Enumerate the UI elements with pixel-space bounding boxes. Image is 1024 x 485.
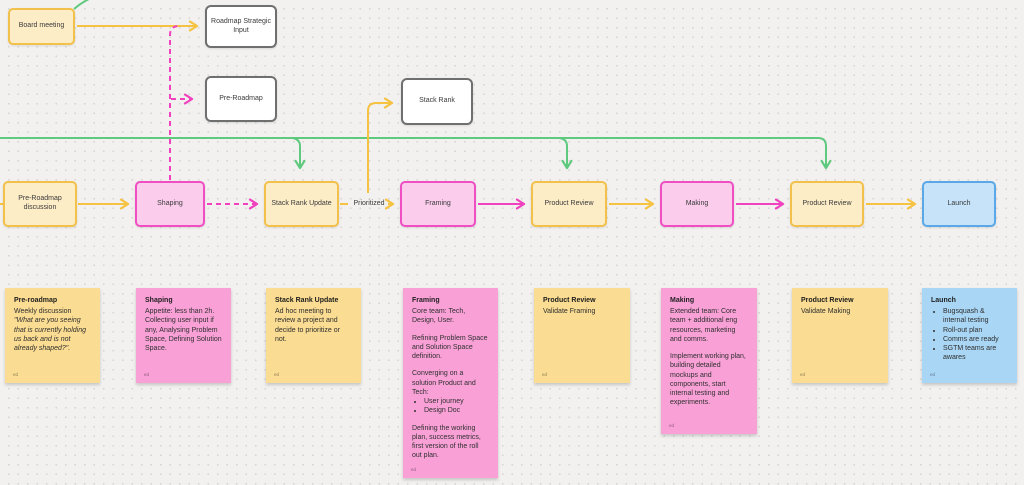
- flow-node-launch[interactable]: Launch: [922, 181, 996, 227]
- flow-node-framing[interactable]: Framing: [400, 181, 476, 227]
- flow-node-stack-rank-update[interactable]: Stack Rank Update: [264, 181, 339, 227]
- node-label: Pre-Roadmap: [219, 94, 263, 102]
- node-label: Making: [685, 199, 709, 207]
- node-board-meeting[interactable]: Board meeting: [8, 8, 75, 45]
- sticky-launch[interactable]: Launch Bugsquash & internal testing Roll…: [922, 288, 1017, 383]
- node-label: Launch: [947, 199, 971, 207]
- flow-node-making[interactable]: Making: [660, 181, 734, 227]
- sticky-product-review-1[interactable]: Product Review Validate Framing ed: [534, 288, 630, 383]
- sticky-author: ed: [144, 372, 150, 378]
- sticky-title: Pre-roadmap: [14, 297, 58, 304]
- sticky-title: Stack Rank Update: [275, 297, 339, 304]
- sticky-author: ed: [13, 372, 19, 378]
- decision-label-prioritized[interactable]: Prioritized: [353, 200, 385, 207]
- sticky-body: Weekly discussion "What are you seeing t…: [14, 308, 86, 353]
- sticky-author: ed: [542, 372, 548, 378]
- sticky-author: ed: [669, 423, 675, 429]
- flow-node-product-review-2[interactable]: Product Review: [790, 181, 864, 227]
- sticky-author: ed: [800, 372, 806, 378]
- sticky-author: ed: [274, 372, 280, 378]
- sticky-body: Bugsquash & internal testing Roll-out pl…: [931, 307, 1008, 362]
- sticky-title: Framing: [412, 297, 440, 304]
- sticky-title: Making: [670, 297, 695, 304]
- node-roadmap-strategic-input[interactable]: Roadmap Strategic Input: [205, 5, 277, 48]
- connector-shaping-up-dashed[interactable]: [169, 25, 180, 180]
- node-label: Stack Rank Update: [271, 199, 332, 207]
- node-label: Product Review: [802, 199, 852, 207]
- sticky-stack-rank-update[interactable]: Stack Rank Update Ad hoc meeting to revi…: [266, 288, 361, 383]
- sticky-title: Launch: [931, 297, 956, 304]
- connector-green-to-stack-rank-update[interactable]: [291, 137, 306, 170]
- sticky-author: ed: [930, 372, 936, 378]
- sticky-body: Appetite: less than 2h. Collecting user …: [145, 308, 222, 353]
- flow-node-shaping[interactable]: Shaping: [135, 181, 205, 227]
- sticky-making[interactable]: Making Extended team: Core team + additi…: [661, 288, 757, 434]
- connector-green-main[interactable]: [0, 137, 832, 170]
- node-label: Product Review: [544, 199, 594, 207]
- sticky-shaping[interactable]: Shaping Appetite: less than 2h. Collecti…: [136, 288, 231, 383]
- node-label: Framing: [425, 199, 451, 207]
- node-pre-roadmap[interactable]: Pre-Roadmap: [205, 76, 277, 122]
- sticky-body: Validate Making: [801, 308, 851, 316]
- sticky-title: Shaping: [145, 297, 173, 304]
- sticky-bullet-list: User journey Design Doc: [412, 397, 489, 415]
- sticky-pre-roadmap[interactable]: Pre-roadmap Weekly discussion "What are …: [5, 288, 100, 383]
- node-label: Board meeting: [18, 22, 65, 30]
- sticky-body: Validate Framing: [543, 308, 596, 316]
- node-label: Shaping: [157, 199, 183, 207]
- node-label: Roadmap Strategic Input: [211, 17, 271, 34]
- sticky-body: Extended team: Core team + additional en…: [670, 308, 746, 407]
- flow-node-pre-roadmap-discussion[interactable]: Pre-Roadmap discussion: [3, 181, 77, 227]
- sticky-bullet-list: Bugsquash & internal testing Roll-out pl…: [931, 307, 1008, 362]
- sticky-body: Core team: Tech, Design, User. Refining …: [412, 307, 489, 460]
- node-label: Pre-Roadmap discussion: [18, 195, 62, 211]
- flow-node-product-review-1[interactable]: Product Review: [531, 181, 607, 227]
- sticky-body: Ad hoc meeting to review a project and d…: [275, 308, 340, 343]
- node-label: Stack Rank: [419, 97, 455, 105]
- connector-green-to-product-review-1[interactable]: [558, 137, 573, 170]
- node-stack-rank[interactable]: Stack Rank: [401, 78, 473, 125]
- sticky-title: Product Review: [801, 297, 854, 304]
- connector-green-arc-top-left[interactable]: [73, 0, 93, 10]
- sticky-author: ed: [411, 467, 417, 473]
- sticky-product-review-2[interactable]: Product Review Validate Making ed: [792, 288, 888, 383]
- connector-prioritized-to-stack-rank[interactable]: [367, 97, 394, 193]
- sticky-title: Product Review: [543, 297, 596, 304]
- sticky-framing[interactable]: Framing Core team: Tech, Design, User. R…: [403, 288, 498, 478]
